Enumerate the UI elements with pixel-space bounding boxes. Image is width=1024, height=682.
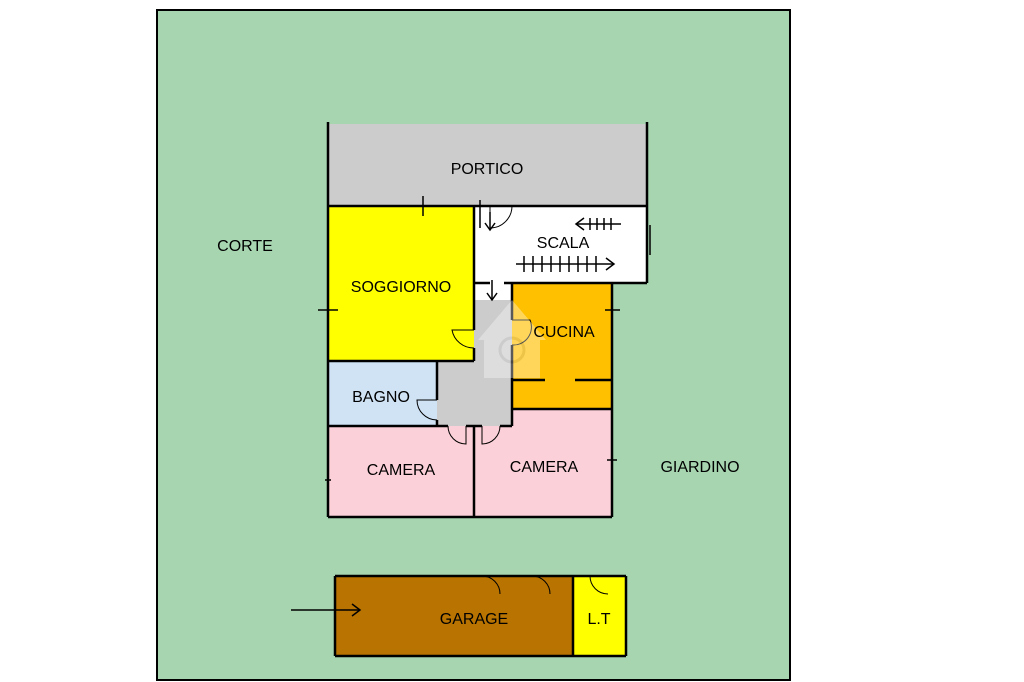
- giardino-label: GIARDINO: [660, 459, 739, 476]
- lt-room: [573, 576, 626, 656]
- scala-label: SCALA: [537, 235, 590, 252]
- camera-right-label: CAMERA: [510, 459, 579, 476]
- soggiorno-label: SOGGIORNO: [351, 279, 451, 296]
- lt-label: L.T: [587, 611, 610, 628]
- camera-left-label: CAMERA: [367, 462, 436, 479]
- corte-label: CORTE: [217, 238, 273, 255]
- walls: [326, 122, 649, 658]
- soggiorno-room: [328, 206, 474, 361]
- stair-arrow-down: [516, 256, 616, 272]
- down-arrows: [484, 212, 498, 302]
- window-marks: [318, 196, 651, 481]
- door-swings: [416, 205, 609, 595]
- garage-room: [335, 576, 573, 656]
- watermark-logo: [478, 300, 546, 378]
- cucina-room: [512, 283, 612, 409]
- camera-right-room: [474, 409, 612, 517]
- corridor-area: [437, 300, 512, 426]
- garage-entrance-arrow: [291, 603, 362, 617]
- cucina-label: CUCINA: [533, 324, 595, 341]
- stair-arrow-up: [574, 217, 621, 231]
- bagno-room: [328, 361, 437, 426]
- bagno-label: BAGNO: [352, 389, 410, 406]
- portico-label: PORTICO: [451, 161, 524, 178]
- portico-area: [328, 124, 647, 206]
- garage-label: GARAGE: [440, 611, 508, 628]
- camera-left-room: [328, 426, 474, 517]
